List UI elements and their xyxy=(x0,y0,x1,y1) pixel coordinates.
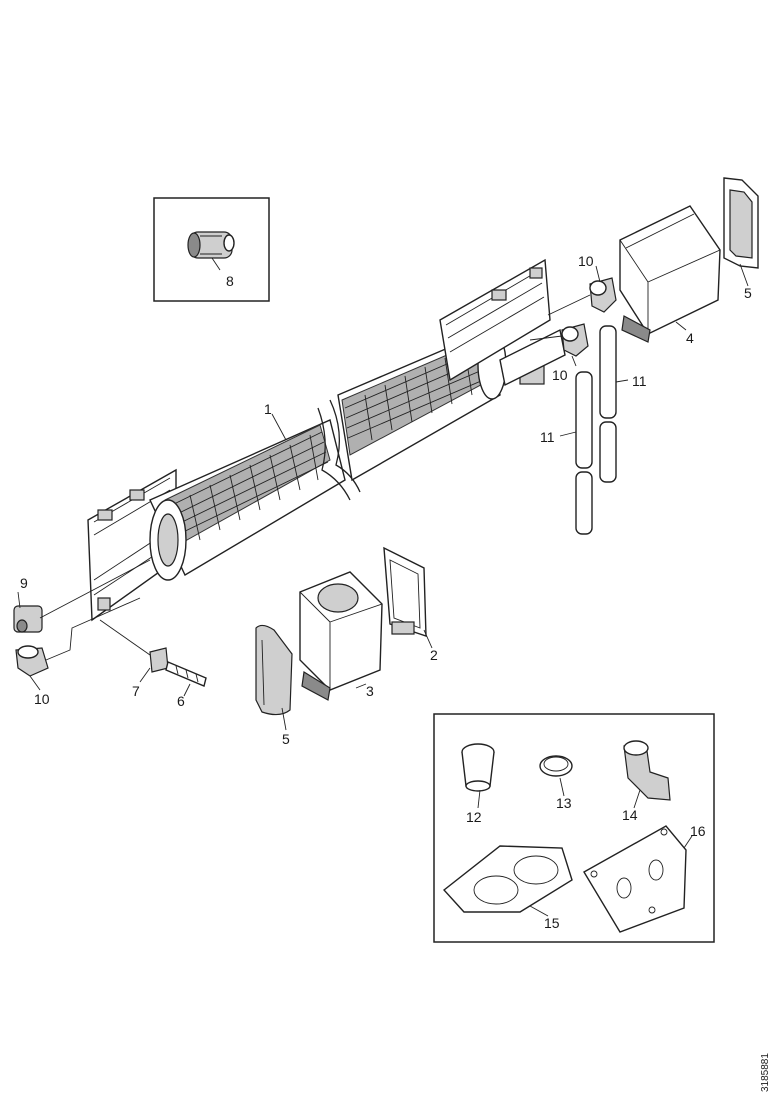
inset-frame-part-8 xyxy=(153,197,270,302)
callout-10-upper: 10 xyxy=(578,253,594,269)
callout-7: 7 xyxy=(132,683,140,699)
part-10-elbow-middle xyxy=(561,323,589,357)
callout-1: 1 xyxy=(264,401,272,417)
callout-16: 16 xyxy=(690,823,706,839)
part-8-fitting xyxy=(187,231,235,259)
callout-11-left: 11 xyxy=(540,429,555,445)
part-10-elbow-upper xyxy=(589,277,617,313)
part-7-bracket xyxy=(149,647,169,673)
part-15-gasket xyxy=(442,845,573,913)
callout-11-right: 11 xyxy=(632,373,647,389)
part-11-pipe-right xyxy=(599,325,617,483)
callout-4: 4 xyxy=(686,330,694,346)
callout-3: 3 xyxy=(366,683,374,699)
document-number: 3185881 xyxy=(760,1053,771,1092)
inset-frame-parts-12-16 xyxy=(433,713,715,943)
callout-10-middle: 10 xyxy=(552,367,568,383)
callout-12: 12 xyxy=(466,809,482,825)
part-3-end-cap xyxy=(299,571,383,701)
callout-8: 8 xyxy=(226,273,234,289)
callout-9: 9 xyxy=(20,575,28,591)
break-line-right xyxy=(329,399,361,493)
part-12-bushing xyxy=(461,743,495,792)
part-13-ring xyxy=(539,755,573,777)
callout-13: 13 xyxy=(556,795,572,811)
main-frame-right xyxy=(439,258,566,387)
part-5-cover-left xyxy=(255,624,293,716)
part-16-plate xyxy=(583,825,687,933)
part-11-pipe-left xyxy=(575,371,593,535)
callout-5-right: 5 xyxy=(744,285,752,301)
part-2-gasket xyxy=(383,546,427,637)
part-1-duct-left xyxy=(149,419,346,581)
part-9-fitting-left xyxy=(13,605,43,633)
part-10-elbow-left xyxy=(15,645,49,677)
part-5-cover-right xyxy=(723,177,759,269)
callout-14: 14 xyxy=(622,807,638,823)
part-4-end-cap xyxy=(619,205,721,343)
break-line-left xyxy=(317,407,351,501)
callout-10-left: 10 xyxy=(34,691,50,707)
part-14-elbow xyxy=(623,740,671,801)
callout-6: 6 xyxy=(177,693,185,709)
callout-15: 15 xyxy=(544,915,560,931)
leader-bracket xyxy=(99,619,151,656)
leader-lines xyxy=(17,263,749,917)
callout-5-left: 5 xyxy=(282,731,290,747)
part-6-screw xyxy=(165,661,207,687)
leader-left-fittings xyxy=(39,559,151,661)
callout-2: 2 xyxy=(430,647,438,663)
